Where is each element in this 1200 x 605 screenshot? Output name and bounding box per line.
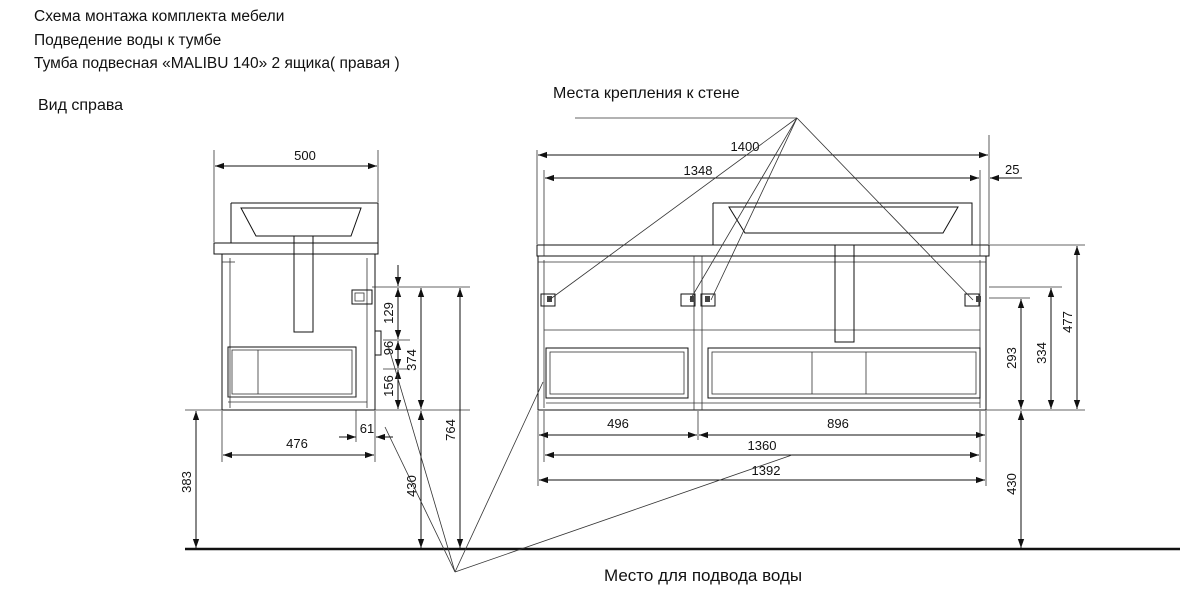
side-sink-basin — [230, 202, 379, 243]
dim-side-h383: 383 — [179, 471, 194, 493]
dim-side-offset: 61 — [360, 421, 374, 436]
dim-front-293: 293 — [1004, 347, 1019, 369]
title-line-2: Подведение воды к тумбе — [34, 32, 222, 49]
front-wall-bracket-1 — [540, 293, 556, 307]
dim-front-496: 496 — [607, 416, 629, 431]
side-countertop — [213, 242, 379, 255]
dim-side-depth: 476 — [286, 436, 308, 451]
front-drawer-right — [707, 347, 981, 399]
dim-front-25: 25 — [1005, 162, 1019, 177]
water-inlet-label: Место для подвода воды — [604, 566, 803, 585]
side-view-label: Вид справа — [38, 97, 124, 114]
dim-side-h156: 156 — [381, 375, 396, 397]
dim-front-1360: 1360 — [748, 438, 777, 453]
title-line-1: Схема монтажа комплекта мебели — [34, 8, 285, 25]
dim-front-477: 477 — [1060, 311, 1075, 333]
side-wall-bracket — [351, 289, 373, 305]
front-view-drawing: 1400 1348 25 496 896 1360 1392 293 — [536, 135, 1085, 548]
dim-front-430: 430 — [1004, 473, 1019, 495]
dim-front-334: 334 — [1034, 342, 1049, 364]
dim-side-h129: 129 — [381, 302, 396, 324]
front-siphon — [834, 244, 855, 343]
dim-front-width: 1400 — [731, 139, 760, 154]
front-wall-bracket-3 — [700, 293, 716, 307]
dim-side-width: 500 — [294, 148, 316, 163]
dim-side-h430: 430 — [404, 475, 419, 497]
title-line-3: Тумба подвесная «MALIBU 140» 2 ящика( пр… — [34, 55, 400, 72]
dim-side-h374: 374 — [404, 349, 419, 371]
side-siphon — [293, 235, 314, 333]
side-drawer — [227, 346, 357, 398]
front-cabinet-body — [537, 255, 987, 411]
front-sink-basin — [712, 202, 973, 245]
water-inlet-leaders — [384, 344, 793, 573]
side-handle — [374, 330, 382, 356]
dim-front-896: 896 — [827, 416, 849, 431]
wall-mount-leaders — [548, 117, 974, 301]
dim-side-h764: 764 — [443, 419, 458, 441]
dim-front-1392: 1392 — [752, 463, 781, 478]
front-drawer-left — [545, 347, 689, 399]
side-view-drawing: 500 476 61 129 96 156 374 430 764 — [179, 148, 470, 548]
wall-mount-label: Места крепления к стене — [553, 85, 740, 102]
dim-front-1348: 1348 — [684, 163, 713, 178]
